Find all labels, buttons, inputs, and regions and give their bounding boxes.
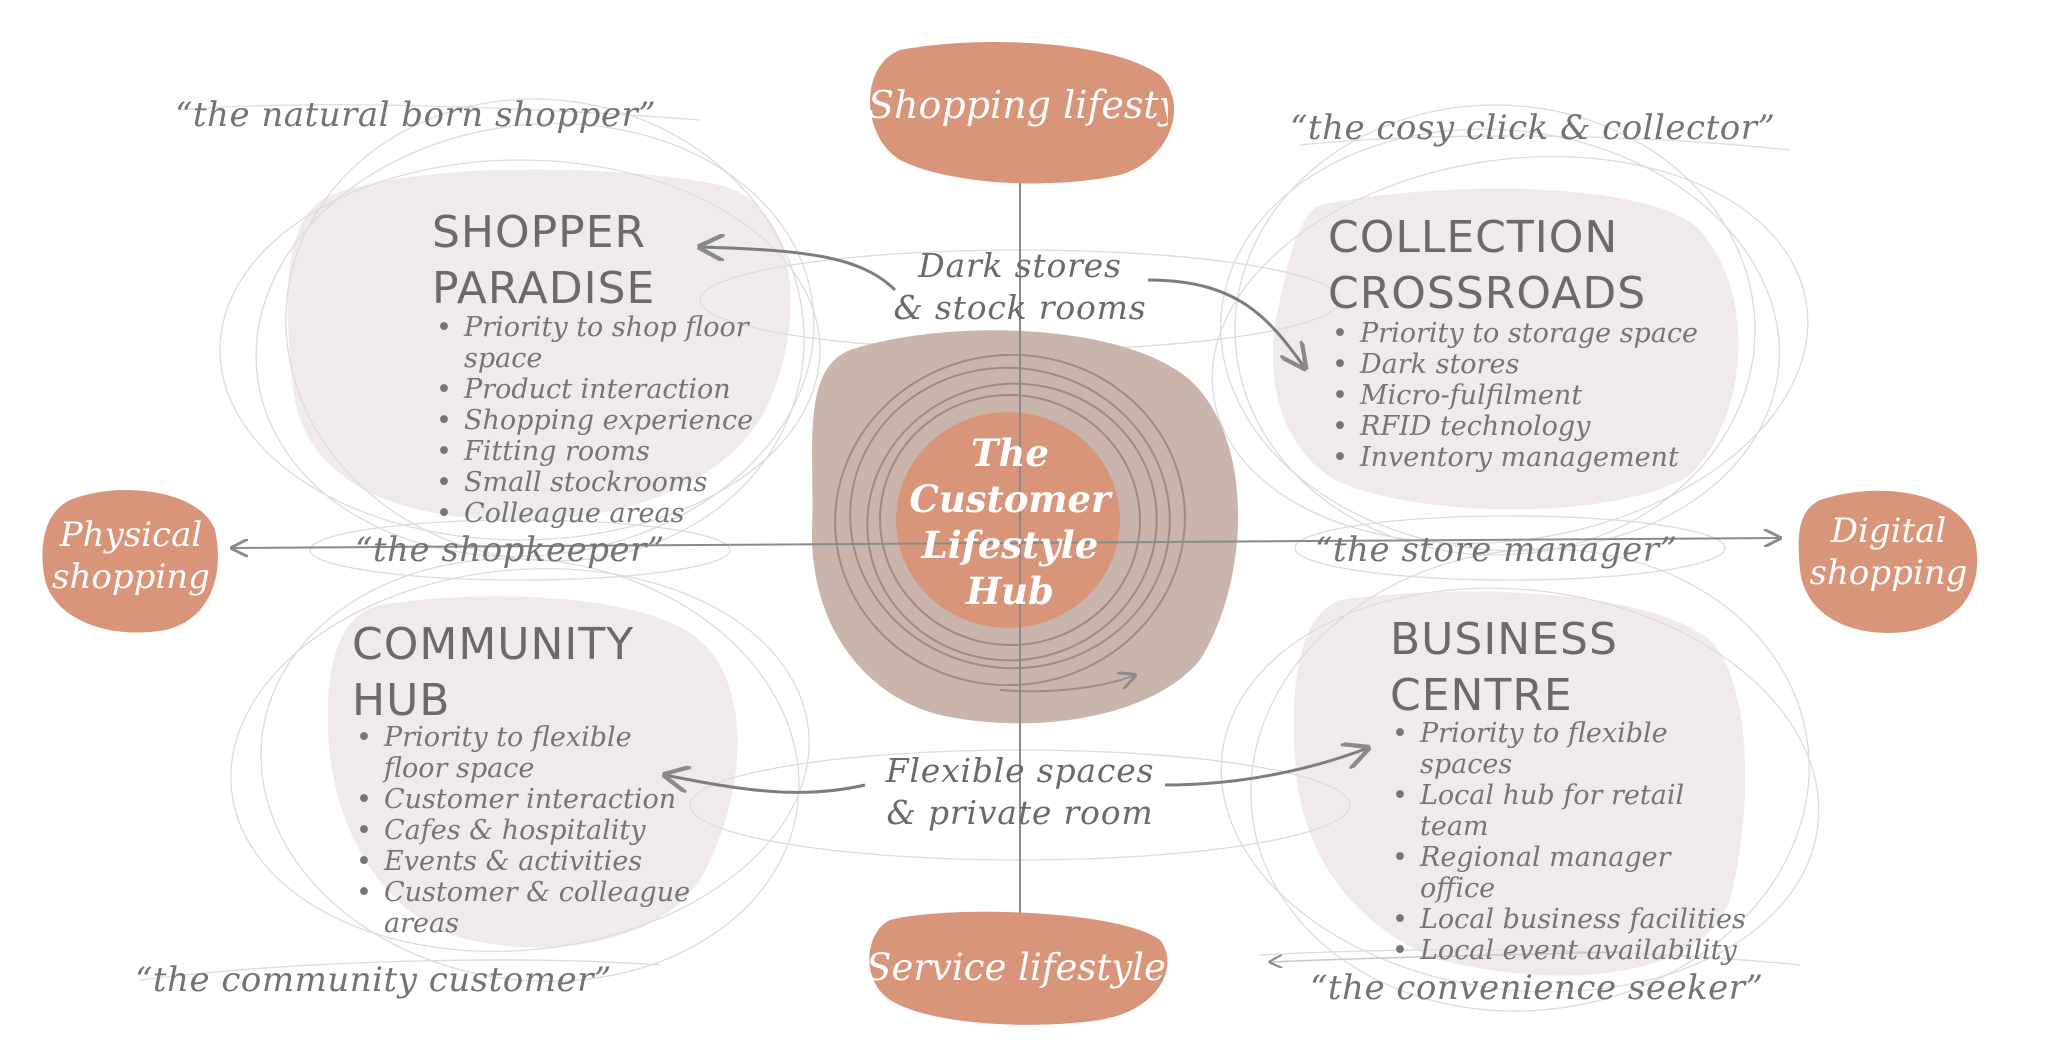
list-item: Inventory management	[1328, 442, 1698, 473]
hub-center-disc	[896, 412, 1120, 628]
list-item: RFID technology	[1328, 411, 1698, 442]
title-community-hub-line1: COMMUNITY	[352, 619, 635, 670]
blob-service-lifestyle	[869, 911, 1168, 1025]
list-item: Priority to flexible floor space	[352, 722, 684, 784]
axis-label-right-line2: shopping	[1809, 553, 1968, 593]
flow-label-top-line1: Dark stores	[918, 246, 1122, 285]
list-item: Small stockrooms	[432, 467, 772, 498]
list-community-hub: Priority to flexible floor space Custome…	[352, 722, 704, 939]
axis-label-left-line1: Physical	[59, 515, 203, 555]
title-collection-crossroads-line1: COLLECTION	[1328, 212, 1619, 263]
list-item: Events & activities	[352, 846, 704, 877]
axis-label-bottom-text: Service lifestyle	[866, 946, 1166, 989]
list-collection-crossroads: Priority to storage space Dark stores Mi…	[1328, 318, 1698, 473]
quote-natural-born-shopper: “the natural born shopper”	[175, 95, 657, 135]
title-business-centre: BUSINESS CENTRE	[1390, 612, 1618, 724]
list-item: Shopping experience	[432, 405, 772, 436]
list-item: Micro-fulfilment	[1328, 380, 1698, 411]
blob-physical-shopping	[42, 490, 218, 633]
list-item: Priority to shop floor space	[432, 312, 772, 374]
list-item: Product interaction	[432, 374, 772, 405]
list-item: Priority to flexible spaces	[1388, 718, 1710, 780]
flow-label-bottom: Flexible spaces & private room	[855, 750, 1185, 834]
flow-label-top-line2: & stock rooms	[893, 288, 1147, 327]
axis-label-right: Digital shopping	[1796, 510, 1981, 594]
list-item: Cafes & hospitality	[352, 815, 704, 846]
list-item: Fitting rooms	[432, 436, 772, 467]
axis-label-left: Physical shopping	[40, 514, 222, 598]
quote-community-customer: “the community customer”	[135, 960, 612, 1000]
axis-label-right-line1: Digital	[1830, 511, 1947, 551]
list-item: Regional manager office	[1388, 842, 1720, 904]
title-community-hub-line2: HUB	[352, 675, 451, 726]
axis-label-top-text: Shopping lifestyle	[868, 83, 1168, 127]
hub-label: The Customer Lifestyle Hub	[895, 430, 1125, 614]
list-item: Local event availability	[1388, 935, 1746, 966]
flow-label-top: Dark stores & stock rooms	[870, 245, 1170, 329]
title-collection-crossroads-line2: CROSSROADS	[1328, 268, 1647, 319]
title-collection-crossroads: COLLECTION CROSSROADS	[1328, 210, 1646, 322]
title-business-centre-line1: BUSINESS	[1390, 614, 1618, 665]
title-community-hub: COMMUNITY HUB	[352, 617, 634, 729]
list-shopper-paradise: Priority to shop floor space Product int…	[432, 312, 772, 529]
blob-digital-shopping	[1798, 490, 1978, 633]
list-item: Colleague areas	[432, 498, 772, 529]
axis-label-bottom: Service lifestyle	[862, 945, 1170, 991]
blob-shopping-lifestyle	[870, 42, 1175, 184]
list-item: Local hub for retail team	[1388, 780, 1730, 842]
list-item: Local business facilities	[1388, 904, 1746, 935]
hub-label-line3: Lifestyle	[921, 523, 1099, 567]
axis-label-left-line2: shopping	[52, 557, 210, 597]
title-shopper-paradise-line2: PARADISE	[432, 263, 656, 314]
quote-store-manager: “the store manager”	[1315, 530, 1678, 570]
flow-label-bottom-line2: & private room	[886, 793, 1154, 832]
quote-shopkeeper: “the shopkeeper”	[355, 530, 665, 570]
title-shopper-paradise: SHOPPER PARADISE	[432, 205, 655, 317]
axis-label-top: Shopping lifestyle	[868, 82, 1168, 128]
title-shopper-paradise-line1: SHOPPER	[432, 207, 647, 258]
list-business-centre: Priority to flexible spaces Local hub fo…	[1388, 718, 1746, 966]
list-item: Priority to storage space	[1328, 318, 1698, 349]
hub-label-line1: The	[971, 431, 1049, 475]
hub-label-line4: Hub	[966, 569, 1054, 613]
quote-convenience-seeker: “the convenience seeker”	[1310, 968, 1764, 1008]
list-item: Customer & colleague areas	[352, 877, 704, 939]
quote-cosy-click-collector: “the cosy click & collector”	[1290, 108, 1776, 148]
flow-label-bottom-line1: Flexible spaces	[885, 751, 1155, 790]
title-business-centre-line2: CENTRE	[1390, 670, 1573, 721]
list-item: Dark stores	[1328, 349, 1698, 380]
list-item: Customer interaction	[352, 784, 704, 815]
axes	[232, 140, 1780, 930]
hub-label-line2: Customer	[909, 477, 1111, 521]
